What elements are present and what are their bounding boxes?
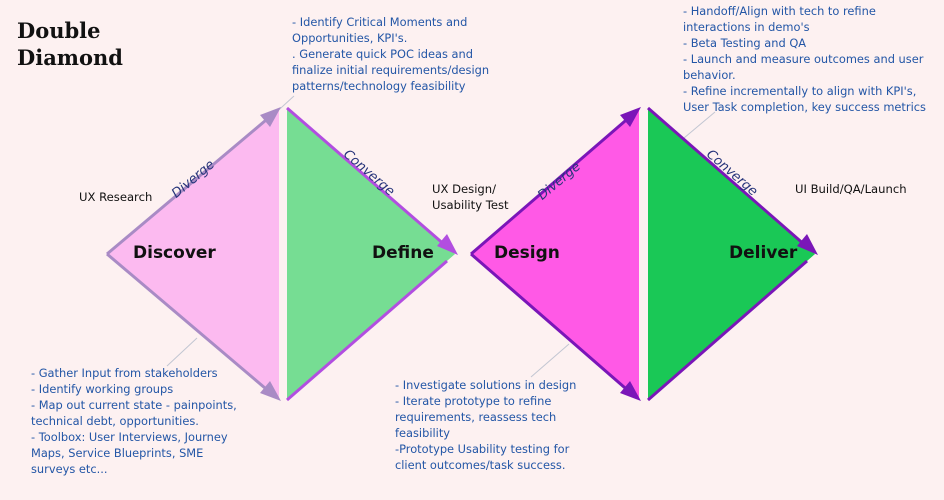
note-line: surveys etc... <box>31 462 108 476</box>
discover-lower-arrowhead <box>260 381 281 401</box>
phase-label-define: Define <box>372 243 434 263</box>
phase-label-discover: Discover <box>133 243 216 263</box>
note-line: - Identify Critical Moments and <box>292 15 468 29</box>
design-lower-arrowhead <box>620 381 641 401</box>
deliver-arrowhead <box>797 234 818 255</box>
note-line: - Refine incrementally to align with KPI… <box>683 84 917 98</box>
note-line: feasibility <box>395 426 451 440</box>
note-line: client outcomes/task success. <box>395 458 566 472</box>
note-line: - Gather Input from stakeholders <box>31 366 218 380</box>
stage-label-ux-research-text: UX Research <box>79 190 153 204</box>
phase-label-design: Design <box>494 243 560 263</box>
note-line: User Task completion, key success metric… <box>683 100 926 114</box>
define-triangle <box>287 108 455 400</box>
note-line: - Investigate solutions in design <box>395 378 577 392</box>
note-line: requirements, reassess tech <box>395 410 557 424</box>
design-upper-arrowhead <box>620 107 641 127</box>
design-note-connector <box>530 343 570 378</box>
define-lower-edge <box>286 259 448 402</box>
deliver-upper-edge <box>647 106 807 248</box>
discover-upper-arrowhead <box>260 107 281 127</box>
note-line: - Identify working groups <box>31 382 174 396</box>
note-line: technical debt, opportunities. <box>31 414 199 428</box>
define-notes: - Identify Critical Moments and Opportun… <box>292 14 489 94</box>
stage-label-ux-design-line-2: Usability Test <box>432 198 509 212</box>
note-line: - Launch and measure outcomes and user <box>683 52 924 66</box>
deliver-note-connector <box>683 111 716 139</box>
note-line: - Map out current state - painpoints, <box>31 398 237 412</box>
phase-label-deliver: Deliver <box>729 243 798 263</box>
note-line: finalize initial requirements/design <box>292 63 490 77</box>
note-line: -Prototype Usability testing for <box>395 442 570 456</box>
stage-label-ui-build-text: UI Build/QA/Launch <box>795 182 907 196</box>
discover-upper-edge <box>106 113 273 256</box>
design-notes: - Investigate solutions in design - Iter… <box>395 377 576 473</box>
note-line: - Toolbox: User Interviews, Journey <box>31 430 228 444</box>
define-upper-edge <box>286 106 447 248</box>
define-arrowhead <box>437 234 458 255</box>
stage-label-ux-design-line-1: UX Design/ <box>432 182 497 196</box>
design-triangle <box>471 109 639 400</box>
discover-notes: - Gather Input from stakeholders - Ident… <box>31 365 237 477</box>
discover-lower-edge <box>106 252 273 396</box>
title-line-2: Diamond <box>17 45 123 70</box>
title-line-1: Double <box>17 18 101 43</box>
note-line: interactions in demo's <box>683 20 810 34</box>
note-line: Maps, Service Blueprints, SME <box>31 446 204 460</box>
note-line: . Generate quick POC ideas and <box>292 47 473 61</box>
deliver-lower-edge <box>647 259 808 402</box>
note-line: Opportunities, KPI's. <box>292 31 408 45</box>
note-line: patterns/technology feasibility <box>292 79 466 93</box>
discover-note-connector <box>166 337 198 367</box>
stage-label-ui-build: UI Build/QA/Launch <box>795 181 907 197</box>
design-upper-edge <box>470 113 633 256</box>
deliver-notes: - Handoff/Align with tech to refine inte… <box>683 3 926 115</box>
deliver-triangle <box>648 108 815 400</box>
stage-label-ux-design: UX Design/ Usability Test <box>432 181 509 213</box>
note-line: - Iterate prototype to refine <box>395 394 552 408</box>
note-line: behavior. <box>683 68 736 82</box>
discover-triangle <box>107 109 279 400</box>
note-line: - Handoff/Align with tech to refine <box>683 4 876 18</box>
page-title: Double Diamond <box>17 17 123 71</box>
design-lower-edge <box>470 252 633 396</box>
stage-label-ux-research: UX Research <box>79 189 152 205</box>
note-line: - Beta Testing and QA <box>683 36 807 50</box>
